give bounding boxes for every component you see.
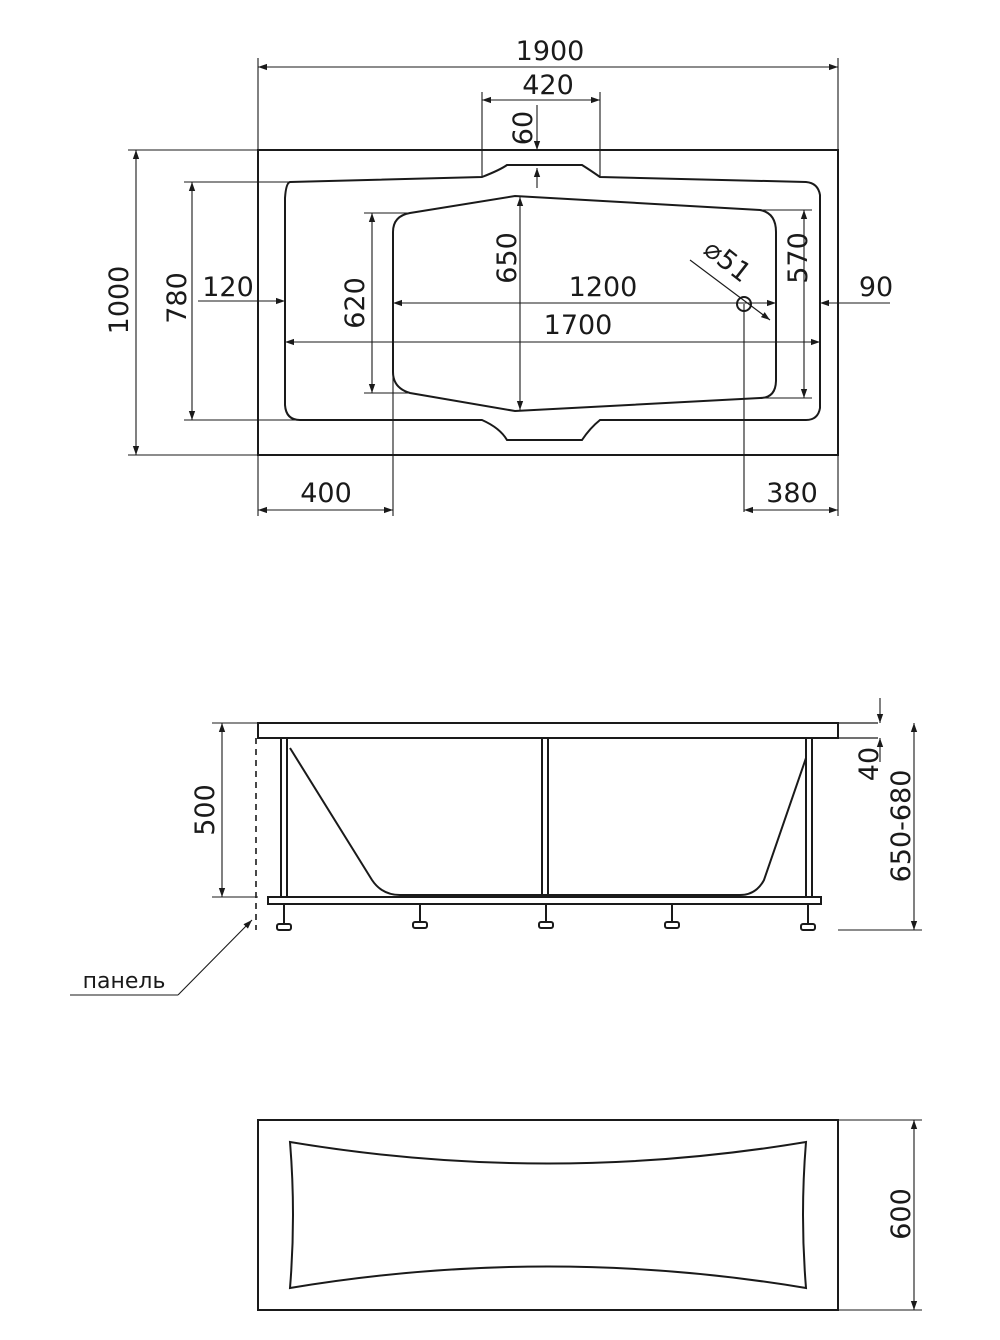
- frame-feet: [276, 904, 816, 931]
- panel-label: панель: [83, 969, 166, 994]
- frame-base: [267, 896, 822, 905]
- dim-380: 380: [766, 478, 818, 509]
- panel-outer-outline: [257, 1119, 839, 1311]
- dim-60: 60: [508, 111, 539, 145]
- rim-outline: [284, 164, 821, 441]
- side-view: 500 40 650-680 панель: [70, 698, 922, 996]
- dim-500: 500: [190, 784, 221, 836]
- dim-650-680: 650-680: [886, 770, 917, 883]
- panel-inner-shape: [288, 1140, 808, 1290]
- top-view: 1900 420 60 1000 780 120 620 650 12: [104, 36, 893, 516]
- dim-120: 120: [202, 272, 254, 303]
- dim-650: 650: [492, 232, 523, 284]
- tub-rim: [257, 722, 839, 739]
- dim-400: 400: [300, 478, 352, 509]
- dim-90: 90: [859, 272, 893, 303]
- dim-1200: 1200: [569, 272, 638, 303]
- tub-bowl-profile: [289, 747, 807, 896]
- dim-780: 780: [162, 272, 193, 324]
- dim-600: 600: [886, 1188, 917, 1240]
- drain-diameter-leader: [689, 259, 771, 321]
- dim-drain-diameter: ⌀51: [698, 234, 757, 290]
- dim-570: 570: [783, 232, 814, 284]
- panel-view: 600: [257, 1119, 922, 1311]
- dim-1900: 1900: [516, 36, 585, 67]
- dim-620: 620: [340, 277, 371, 329]
- panel-leader-line: [177, 919, 253, 996]
- dim-420: 420: [522, 70, 574, 101]
- dim-1000: 1000: [104, 266, 135, 335]
- dim-1700: 1700: [544, 310, 613, 341]
- dim-40: 40: [854, 747, 885, 781]
